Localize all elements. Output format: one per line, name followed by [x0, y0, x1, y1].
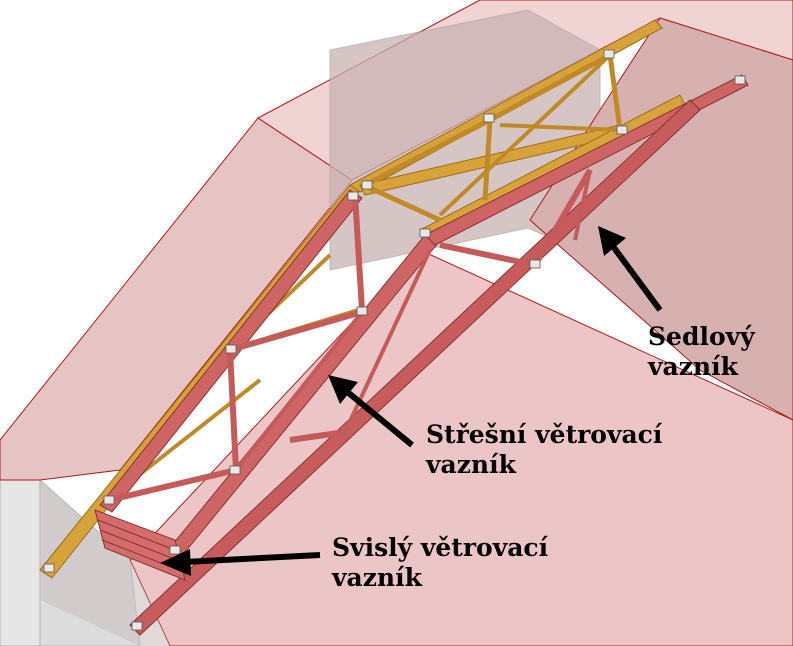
- label-roof-bracing-truss: Střešní větrovací vazník: [426, 420, 662, 480]
- plate: [43, 563, 55, 573]
- plate: [169, 545, 181, 555]
- plate: [529, 259, 541, 269]
- label-vertical-bracing-truss: Svislý větrovací vazník: [332, 533, 548, 593]
- wall-left: [0, 479, 41, 646]
- yellow-web-5: [438, 53, 612, 217]
- plate: [419, 228, 431, 238]
- yellow-web-2: [488, 52, 612, 123]
- plate: [603, 49, 615, 59]
- yellow-web-11: [368, 185, 442, 223]
- red-web-1: [352, 194, 365, 311]
- connector-plates: [43, 49, 746, 631]
- arrow-roof-bracing-truss: [328, 375, 414, 448]
- arrow-saddle-truss: [598, 226, 663, 312]
- plate: [616, 125, 628, 135]
- red-web-10: [573, 169, 592, 241]
- red-web-7: [532, 168, 593, 267]
- yellow-web-3: [482, 119, 493, 201]
- arrow-vertical-bracing-truss: [160, 549, 321, 576]
- label-vertical-bracing-truss-line1: Svislý větrovací: [332, 533, 549, 562]
- label-roof-bracing-truss-line2: vazník: [426, 450, 516, 479]
- plate: [361, 180, 373, 190]
- plate: [356, 306, 368, 316]
- red-web-4: [109, 467, 237, 503]
- red-web-6: [439, 242, 536, 268]
- plate: [225, 344, 237, 354]
- red-right-chord: [424, 74, 749, 246]
- roof-plane-right: [529, 17, 793, 421]
- red-web-8: [289, 429, 346, 443]
- yellow-web-6: [499, 123, 621, 132]
- plate: [483, 113, 495, 123]
- plate: [734, 75, 746, 85]
- vertical-bracing-line-1: [97, 519, 181, 553]
- plate: [131, 621, 143, 631]
- eave-strip: [40, 480, 170, 646]
- yellow-web-1: [363, 117, 492, 188]
- label-roof-bracing-truss-line1: Střešní větrovací: [426, 420, 663, 449]
- label-saddle-truss-line2: vazník: [648, 352, 738, 381]
- plate: [347, 191, 359, 201]
- red-lower-chord: [129, 99, 701, 636]
- red-web-2: [229, 309, 363, 353]
- plate: [103, 495, 115, 505]
- label-saddle-truss: Sedlový vazník: [648, 322, 755, 382]
- yellow-web-4: [607, 54, 623, 131]
- label-saddle-truss-line1: Sedlový: [648, 322, 755, 351]
- vertical-bracing-line-2: [99, 529, 183, 563]
- yellow-top-chord-back: [349, 19, 663, 193]
- plate: [229, 465, 241, 475]
- callout-arrows: [160, 226, 663, 576]
- red-web-5: [234, 310, 364, 472]
- red-web-3: [227, 349, 239, 471]
- label-vertical-bracing-truss-line2: vazník: [332, 563, 422, 592]
